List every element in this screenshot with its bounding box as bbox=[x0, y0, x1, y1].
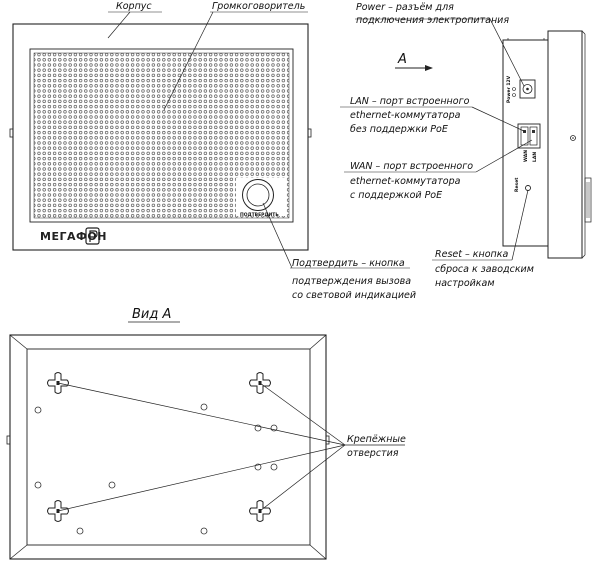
back-view-title: Вид А bbox=[132, 307, 171, 322]
side-front-panel bbox=[547, 30, 583, 259]
label-reset-3: настройкам bbox=[435, 278, 495, 289]
label-lan-2: ethernet-коммутатора bbox=[350, 110, 461, 121]
front-view: ПОДТВЕРДИТЬ МЕГАФОН Корпус Громкоговорит… bbox=[9, 1, 416, 301]
label-speaker: Громкоговоритель bbox=[212, 1, 305, 12]
tiny-wan-label: WAN bbox=[523, 150, 529, 162]
label-power-2: подключения электропитания bbox=[356, 15, 509, 26]
tiny-reset-label: Reset bbox=[514, 177, 520, 192]
label-wan-2: ethernet-коммутатора bbox=[350, 176, 461, 187]
back-housing-outline bbox=[9, 334, 327, 560]
label-reset-2: сброса к заводским bbox=[435, 264, 534, 275]
label-body: Корпус bbox=[116, 1, 152, 12]
label-confirm-3: со световой индикацией bbox=[292, 290, 416, 301]
brand-logo-mark bbox=[85, 227, 100, 245]
label-reset-1: Reset – кнопка bbox=[435, 249, 508, 260]
power-connector[interactable] bbox=[519, 79, 536, 99]
label-confirm-1: Подтвердить – кнопка bbox=[292, 258, 405, 269]
small-holes bbox=[34, 403, 278, 535]
tiny-lan-label: LAN bbox=[532, 152, 538, 162]
label-holes-1: Крепёжные bbox=[347, 434, 406, 445]
label-wan-3: с поддержкой PoE bbox=[350, 190, 442, 201]
confirm-button[interactable] bbox=[242, 179, 274, 211]
reset-button[interactable] bbox=[525, 185, 531, 191]
arrow-label: А bbox=[397, 52, 407, 67]
label-power-1: Power – разъём для bbox=[356, 2, 454, 13]
back-panel bbox=[26, 348, 311, 546]
label-lan-1: LAN – порт встроенного bbox=[350, 96, 470, 107]
lan-port[interactable] bbox=[529, 126, 538, 146]
wan-port[interactable] bbox=[520, 126, 529, 146]
side-housing bbox=[502, 39, 549, 247]
label-wan-1: WAN – порт встроенного bbox=[350, 161, 473, 172]
side-view: Power 12V WAN LAN Reset А Power – разъём… bbox=[340, 2, 592, 289]
back-view: Вид А bbox=[6, 307, 406, 560]
label-confirm-2: подтверждения вызова bbox=[292, 276, 411, 287]
label-lan-3: без поддержки PoE bbox=[350, 124, 448, 135]
confirm-button-text: ПОДТВЕРДИТЬ bbox=[240, 212, 279, 218]
side-screw bbox=[570, 135, 576, 141]
label-holes-2: отверстия bbox=[347, 448, 399, 459]
ethernet-port-block[interactable] bbox=[517, 123, 541, 149]
tiny-power-label: Power 12V bbox=[506, 75, 512, 103]
front-panel bbox=[29, 48, 294, 223]
